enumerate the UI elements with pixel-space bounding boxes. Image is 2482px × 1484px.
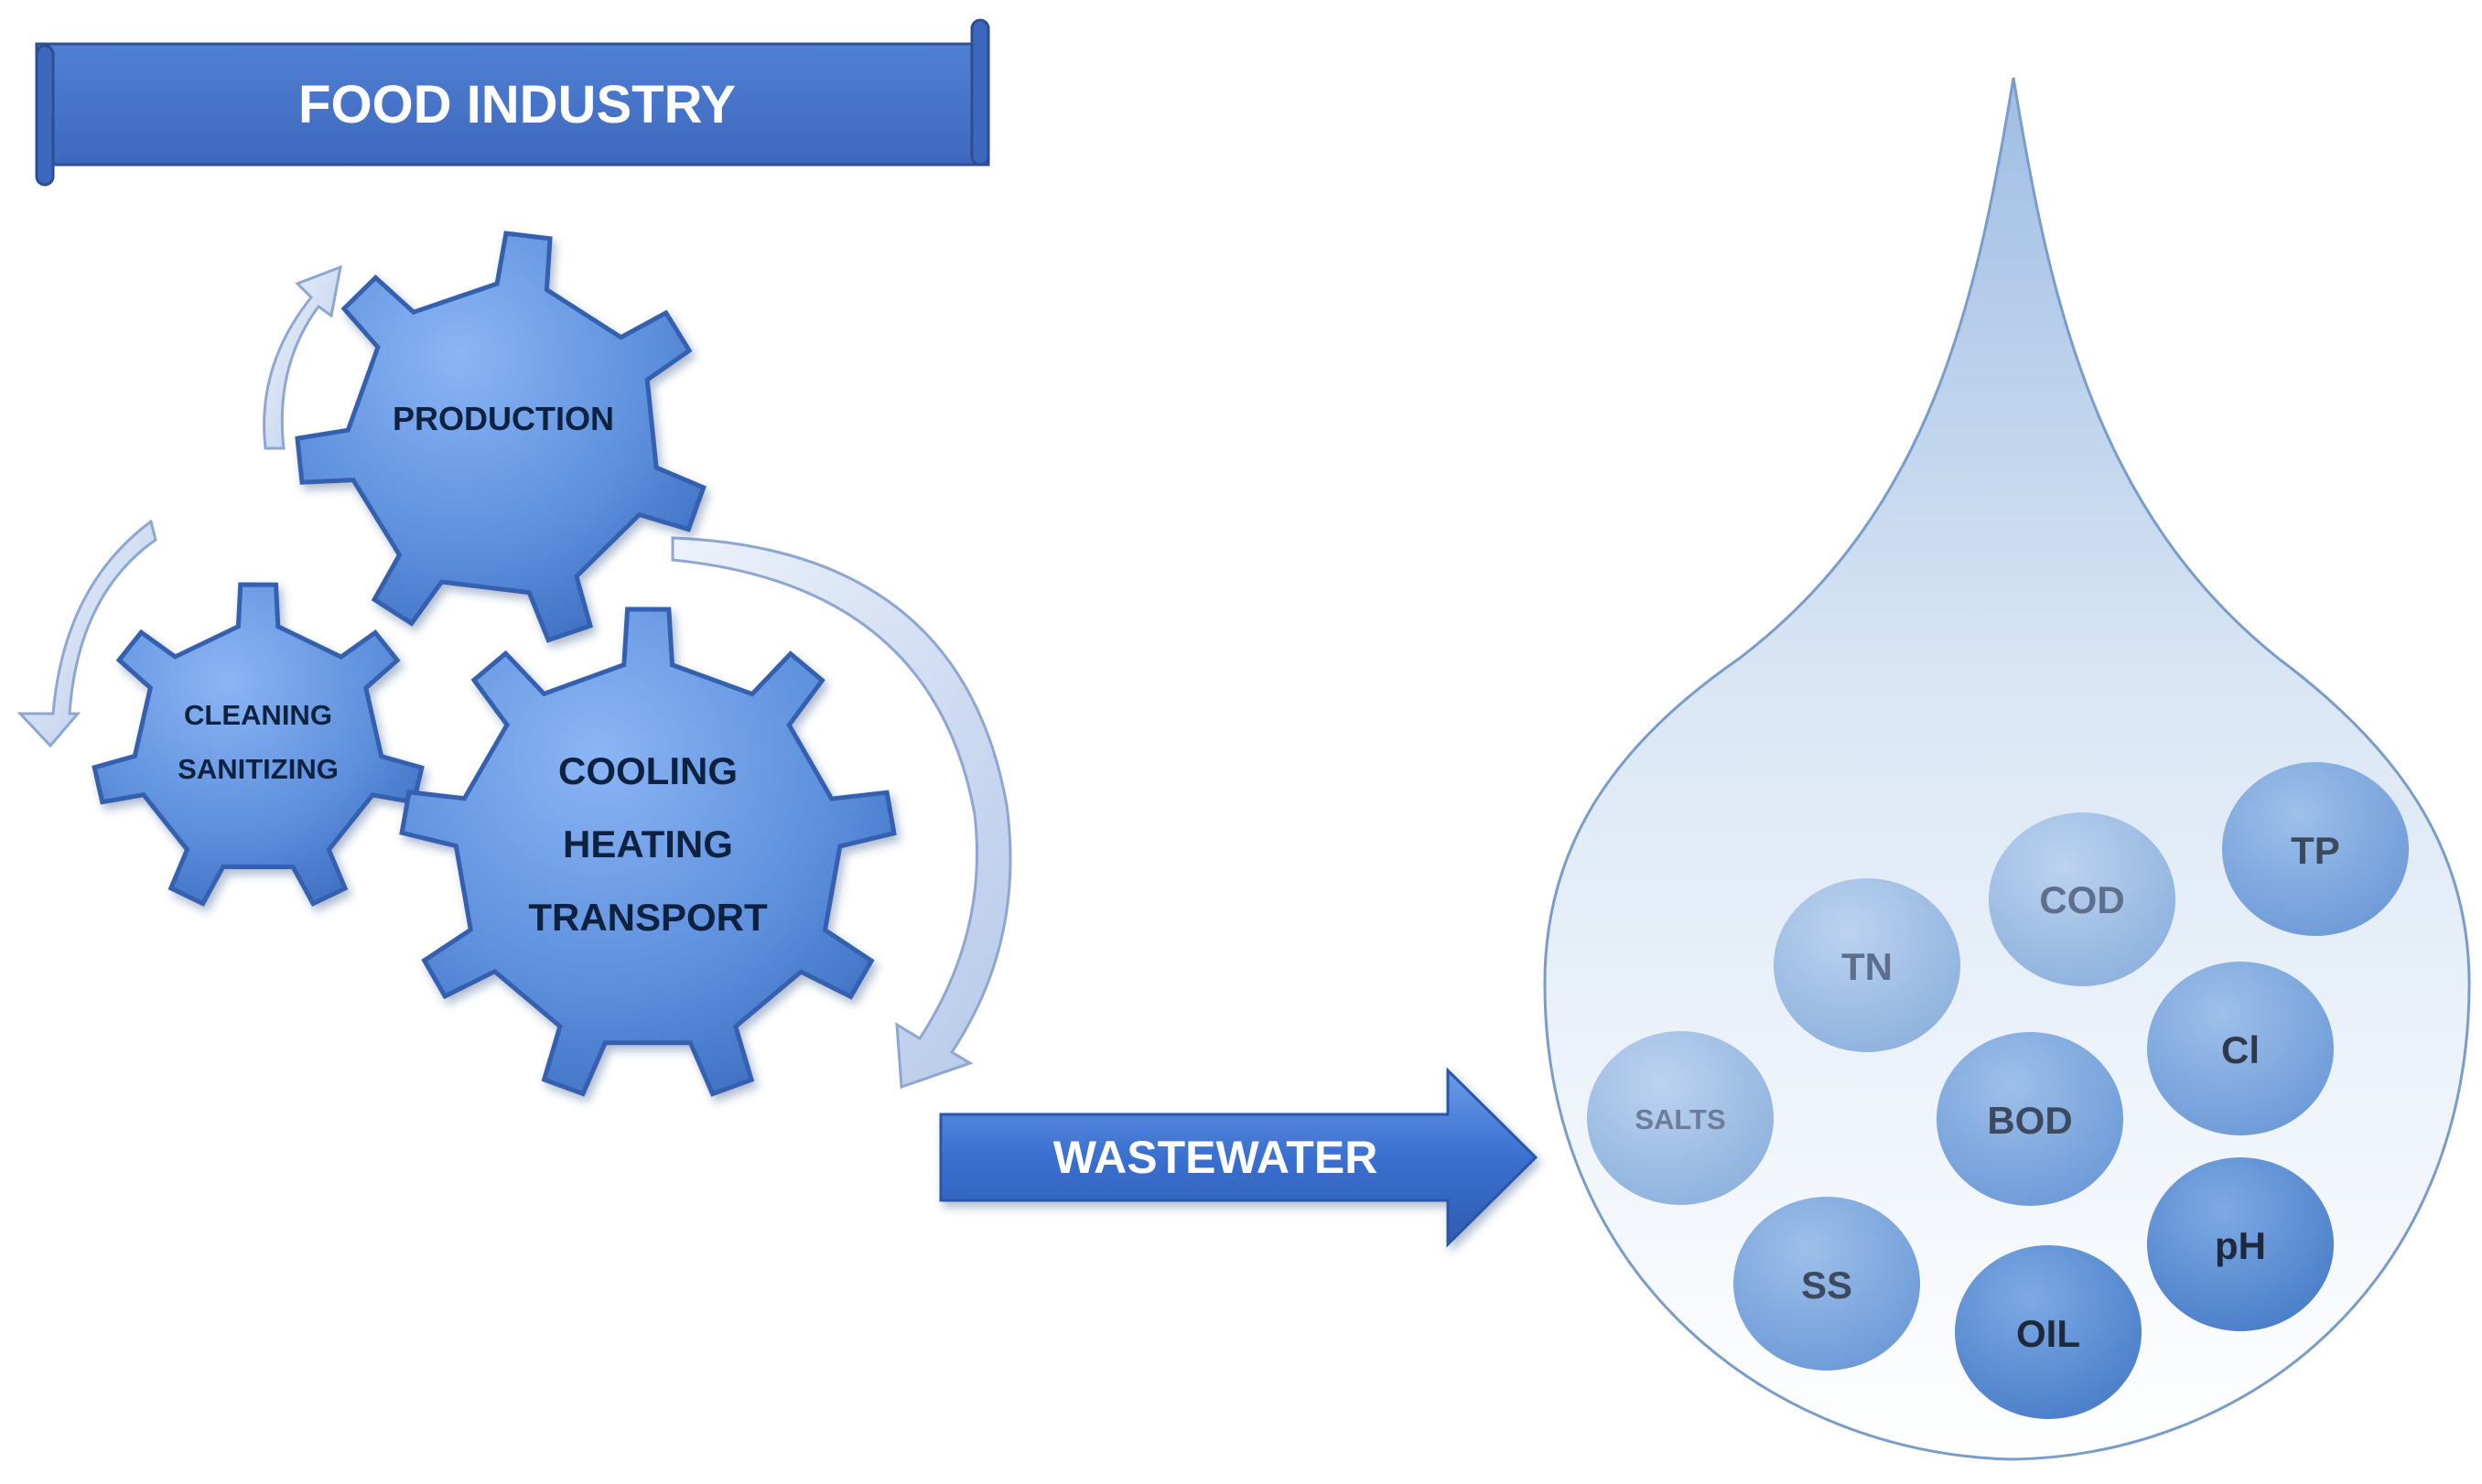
curved-arrow-right xyxy=(671,536,1012,1090)
bubble-ph: pH xyxy=(2147,1157,2334,1331)
gear-cleaning: CLEANING SANITIZING xyxy=(92,582,425,907)
banner-title: FOOD INDUSTRY xyxy=(298,75,736,134)
gear-cooling: COOLING HEATING TRANSPORT xyxy=(399,607,897,1097)
bubble-tp-label: TP xyxy=(2291,829,2340,872)
wastewater-arrow: WASTEWATER xyxy=(939,1067,1538,1248)
curved-arrow-up xyxy=(263,264,342,450)
bubble-tp: TP xyxy=(2222,762,2409,936)
bubble-salts-label: SALTS xyxy=(1635,1103,1725,1135)
gear-cooling-shape xyxy=(399,607,897,1097)
bubble-bod: BOD xyxy=(1937,1032,2123,1206)
gear-cooling-label-line3: TRANSPORT xyxy=(528,896,768,939)
bubble-ss-label: SS xyxy=(1801,1264,1852,1307)
gear-production: PRODUCTION xyxy=(295,231,707,643)
bubble-cl: Cl xyxy=(2147,962,2334,1135)
curved-arrow-left xyxy=(16,519,157,748)
banner: FOOD INDUSTRY xyxy=(35,18,990,187)
bubble-salts: SALTS xyxy=(1587,1031,1774,1205)
pollutant-bubbles: COD TP TN Cl SALTS BOD pH SS xyxy=(1587,762,2409,1419)
gear-cooling-label-line2: HEATING xyxy=(563,823,733,866)
bubble-cod: COD xyxy=(1989,812,2175,986)
cycle-arrows xyxy=(16,264,1012,1090)
bubble-ss: SS xyxy=(1733,1197,1920,1371)
gear-cleaning-label-line1: CLEANING xyxy=(184,699,332,731)
gear-cleaning-label-line2: SANITIZING xyxy=(178,753,339,785)
bubble-tn: TN xyxy=(1774,878,1960,1052)
gear-cooling-label-line1: COOLING xyxy=(558,749,738,792)
bubble-ph-label: pH xyxy=(2215,1224,2266,1267)
bubble-oil-label: OIL xyxy=(2016,1312,2080,1355)
gear-production-shape xyxy=(295,231,707,643)
wastewater-label: WASTEWATER xyxy=(1053,1132,1378,1183)
gear-cleaning-shape xyxy=(92,582,425,907)
bubble-cod-label: COD xyxy=(2039,878,2124,921)
bubble-tn-label: TN xyxy=(1841,945,1893,988)
bubble-oil: OIL xyxy=(1955,1245,2142,1419)
bubble-bod-label: BOD xyxy=(1987,1099,2072,1142)
gear-production-label: PRODUCTION xyxy=(393,400,614,437)
bubble-cl-label: Cl xyxy=(2221,1028,2260,1071)
